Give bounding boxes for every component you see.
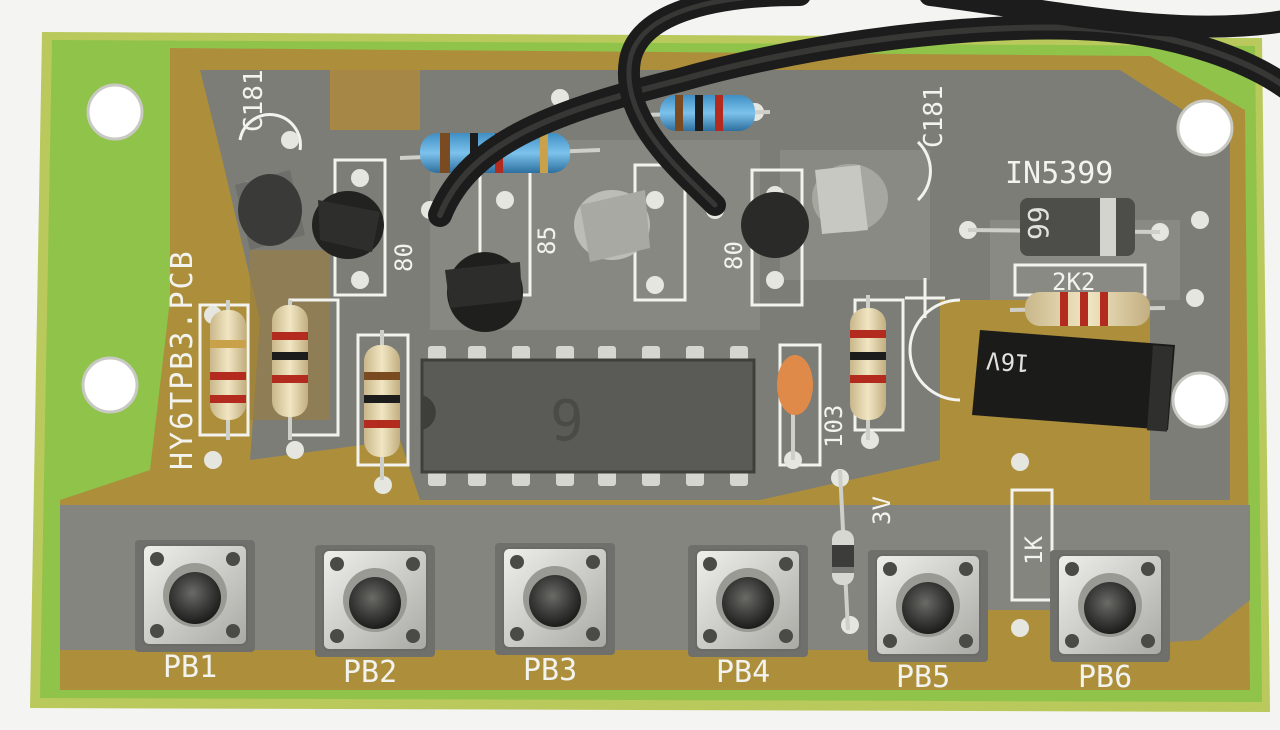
ceramic-capacitor <box>777 355 813 460</box>
ic-marking: 9 <box>550 389 584 454</box>
push-button-6[interactable]: PB6 <box>1050 550 1170 695</box>
button-rivet <box>1141 634 1155 648</box>
cap-voltage-label: 16V <box>985 346 1030 377</box>
button-rivet <box>703 557 717 571</box>
zener-label: 3V <box>868 496 896 525</box>
resistor-vertical-3 <box>364 330 400 480</box>
push-button-4[interactable]: PB4 <box>688 545 808 690</box>
diode-in5399: 99 <box>967 198 1161 256</box>
button-rivet <box>1065 562 1079 576</box>
button-rivet <box>779 629 793 643</box>
button-rivet <box>510 627 524 641</box>
ic-chip: 9 <box>420 346 756 486</box>
transistor-3 <box>445 252 523 332</box>
button-label: PB4 <box>716 655 770 690</box>
resistor-1k-label: 1K <box>1020 536 1048 565</box>
button-cap <box>722 577 774 629</box>
diode-marking: 99 <box>1022 206 1055 240</box>
button-rivet <box>406 629 420 643</box>
button-rivet <box>586 555 600 569</box>
button-cap <box>349 577 401 629</box>
button-rivet <box>703 629 717 643</box>
diode-main-label: IN5399 <box>1005 156 1113 191</box>
push-button-1[interactable]: PB1 <box>135 540 255 685</box>
resistor-vertical-2 <box>272 300 308 440</box>
button-cap <box>1084 582 1136 634</box>
button-rivet <box>150 552 164 566</box>
button-rivet <box>1065 634 1079 648</box>
button-rivet <box>779 557 793 571</box>
cap-left-label: C181 <box>239 69 269 132</box>
resistor-vertical-1 <box>210 300 246 440</box>
resistor-vertical-4 <box>850 295 886 440</box>
button-rivet <box>1141 562 1155 576</box>
button-cap <box>529 575 581 627</box>
electrolytic-capacitor: 16V <box>972 330 1175 432</box>
transistor-6 <box>812 164 888 234</box>
button-rivet <box>586 627 600 641</box>
button-rivet <box>959 562 973 576</box>
button-rivet <box>150 624 164 638</box>
push-button-5[interactable]: PB5 <box>868 550 988 695</box>
black-wires <box>428 0 1280 227</box>
pcb-name-label: HY6TPB3.PCB <box>165 249 200 470</box>
resistor-2k2 <box>1009 292 1166 326</box>
transistor-3-label: 80 <box>720 241 748 270</box>
button-rivet <box>226 624 240 638</box>
button-rivet <box>510 555 524 569</box>
cap-right-label: C181 <box>919 85 949 148</box>
push-buttons: PB1 PB2 PB3 PB4 PB5 PB6 <box>135 540 1170 695</box>
transistor-4 <box>574 190 650 262</box>
transistor-5 <box>741 192 809 258</box>
push-button-2[interactable]: PB2 <box>315 545 435 690</box>
button-cap <box>902 582 954 634</box>
button-rivet <box>406 557 420 571</box>
ic2-label: 103 <box>820 405 848 448</box>
button-cap <box>169 572 221 624</box>
zener-diode <box>832 469 854 631</box>
transistor-1 <box>235 170 305 250</box>
push-button-3[interactable]: PB3 <box>495 543 615 688</box>
button-rivet <box>226 552 240 566</box>
transistor-1-label: 80 <box>390 243 418 272</box>
resistor-2k2-label: 2K2 <box>1052 268 1095 296</box>
button-rivet <box>883 562 897 576</box>
button-rivet <box>330 629 344 643</box>
button-label: PB3 <box>523 653 577 688</box>
resistor-blue-2 <box>639 95 771 131</box>
mounting-holes <box>81 83 1234 429</box>
button-rivet <box>330 557 344 571</box>
transistor-2 <box>312 191 384 259</box>
button-label: PB2 <box>343 655 397 690</box>
transistor-2-label: 85 <box>533 226 561 255</box>
button-rivet <box>883 634 897 648</box>
button-label: PB5 <box>896 660 950 695</box>
button-label: PB1 <box>163 650 217 685</box>
button-rivet <box>959 634 973 648</box>
button-label: PB6 <box>1078 660 1132 695</box>
